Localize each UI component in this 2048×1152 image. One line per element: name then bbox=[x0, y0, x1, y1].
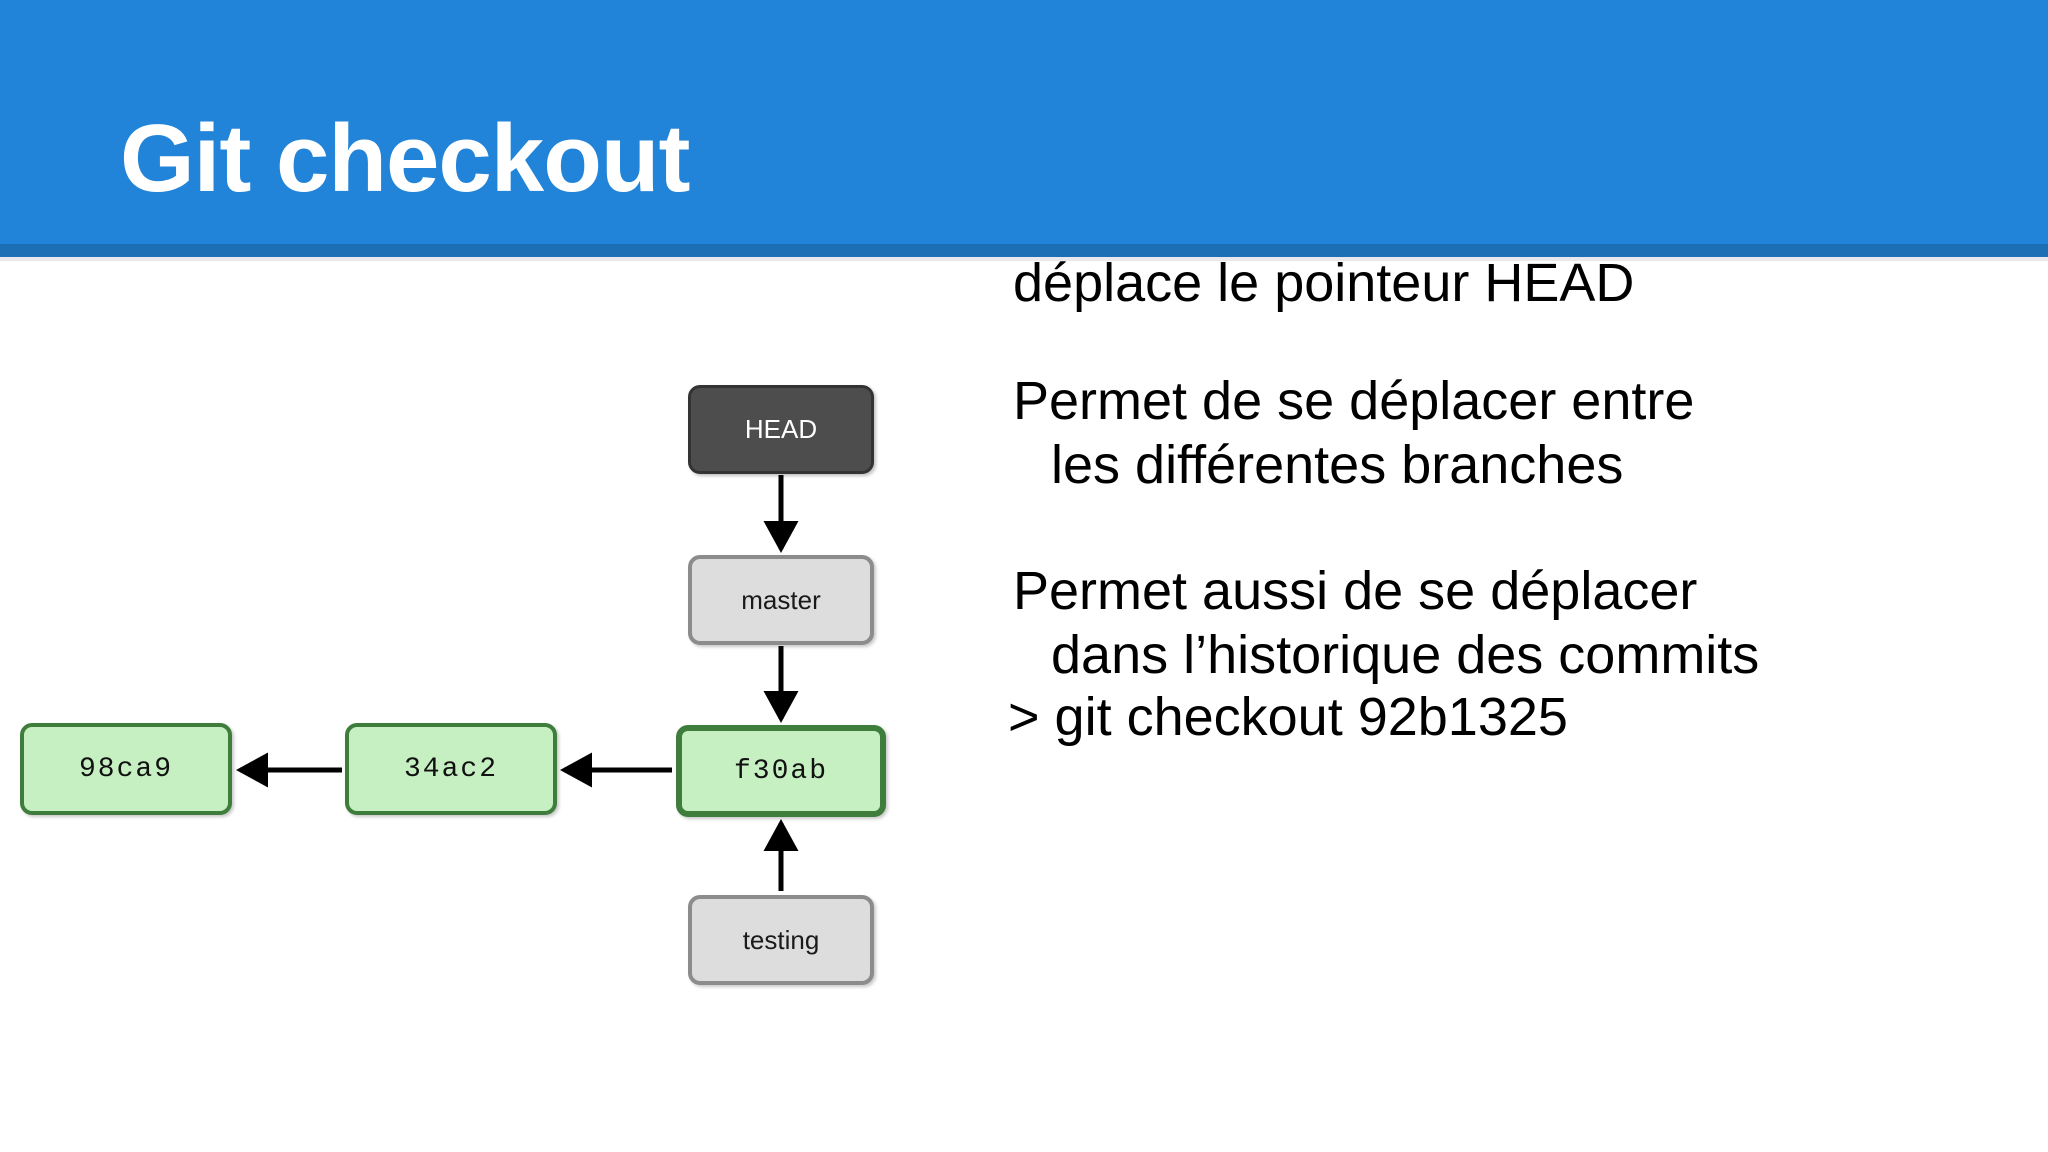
bullet-move-head: déplace le pointeur HEAD bbox=[1013, 251, 1634, 315]
diagram-node-commit-34ac2-label: 34ac2 bbox=[403, 753, 498, 785]
diagram-node-testing-label: testing bbox=[742, 924, 820, 955]
bullet-switch-branches-line-2: les différentes branches bbox=[1051, 435, 1624, 495]
diagram-node-commit-f30ab: f30ab bbox=[676, 725, 886, 817]
git-branch-diagram: HEAD master testing 98ca9 34ac2 f30ab bbox=[0, 261, 960, 1152]
diagram-node-master: master bbox=[688, 555, 874, 645]
diagram-node-head: HEAD bbox=[688, 385, 874, 474]
bullet-switch-branches: Permet de se déplacer entre les différen… bbox=[1013, 369, 1694, 497]
command-example-line: > git checkout 92b1325 bbox=[1008, 687, 1568, 747]
command-example: > git checkout 92b1325 bbox=[1008, 685, 1568, 749]
diagram-node-testing: testing bbox=[688, 895, 874, 985]
header-underline-rule bbox=[0, 244, 2048, 257]
diagram-node-master-label: master bbox=[741, 584, 821, 615]
bullet-switch-branches-line-1: Permet de se déplacer entre bbox=[1013, 371, 1695, 431]
diagram-node-commit-34ac2: 34ac2 bbox=[345, 723, 557, 815]
slide-header-banner: Git checkout bbox=[0, 0, 2048, 244]
bullet-history-navigation-line-2: dans l’historique des commits bbox=[1051, 625, 1760, 685]
slide-body: HEAD master testing 98ca9 34ac2 f30ab dé… bbox=[0, 253, 2048, 1152]
diagram-node-head-label: HEAD bbox=[744, 414, 818, 444]
bullet-history-navigation-line-1: Permet aussi de se déplacer bbox=[1013, 561, 1698, 621]
diagram-arrows bbox=[235, 475, 799, 891]
bullet-move-head-line: déplace le pointeur HEAD bbox=[1013, 253, 1635, 313]
header-rule-shadow bbox=[0, 257, 2048, 261]
diagram-node-commit-f30ab-label: f30ab bbox=[733, 755, 828, 787]
page-title: Git checkout bbox=[120, 105, 690, 212]
diagram-node-commit-98ca9: 98ca9 bbox=[20, 723, 232, 815]
diagram-node-commit-98ca9-label: 98ca9 bbox=[78, 753, 173, 785]
bullet-history-navigation: Permet aussi de se déplacer dans l’histo… bbox=[1013, 559, 1759, 687]
